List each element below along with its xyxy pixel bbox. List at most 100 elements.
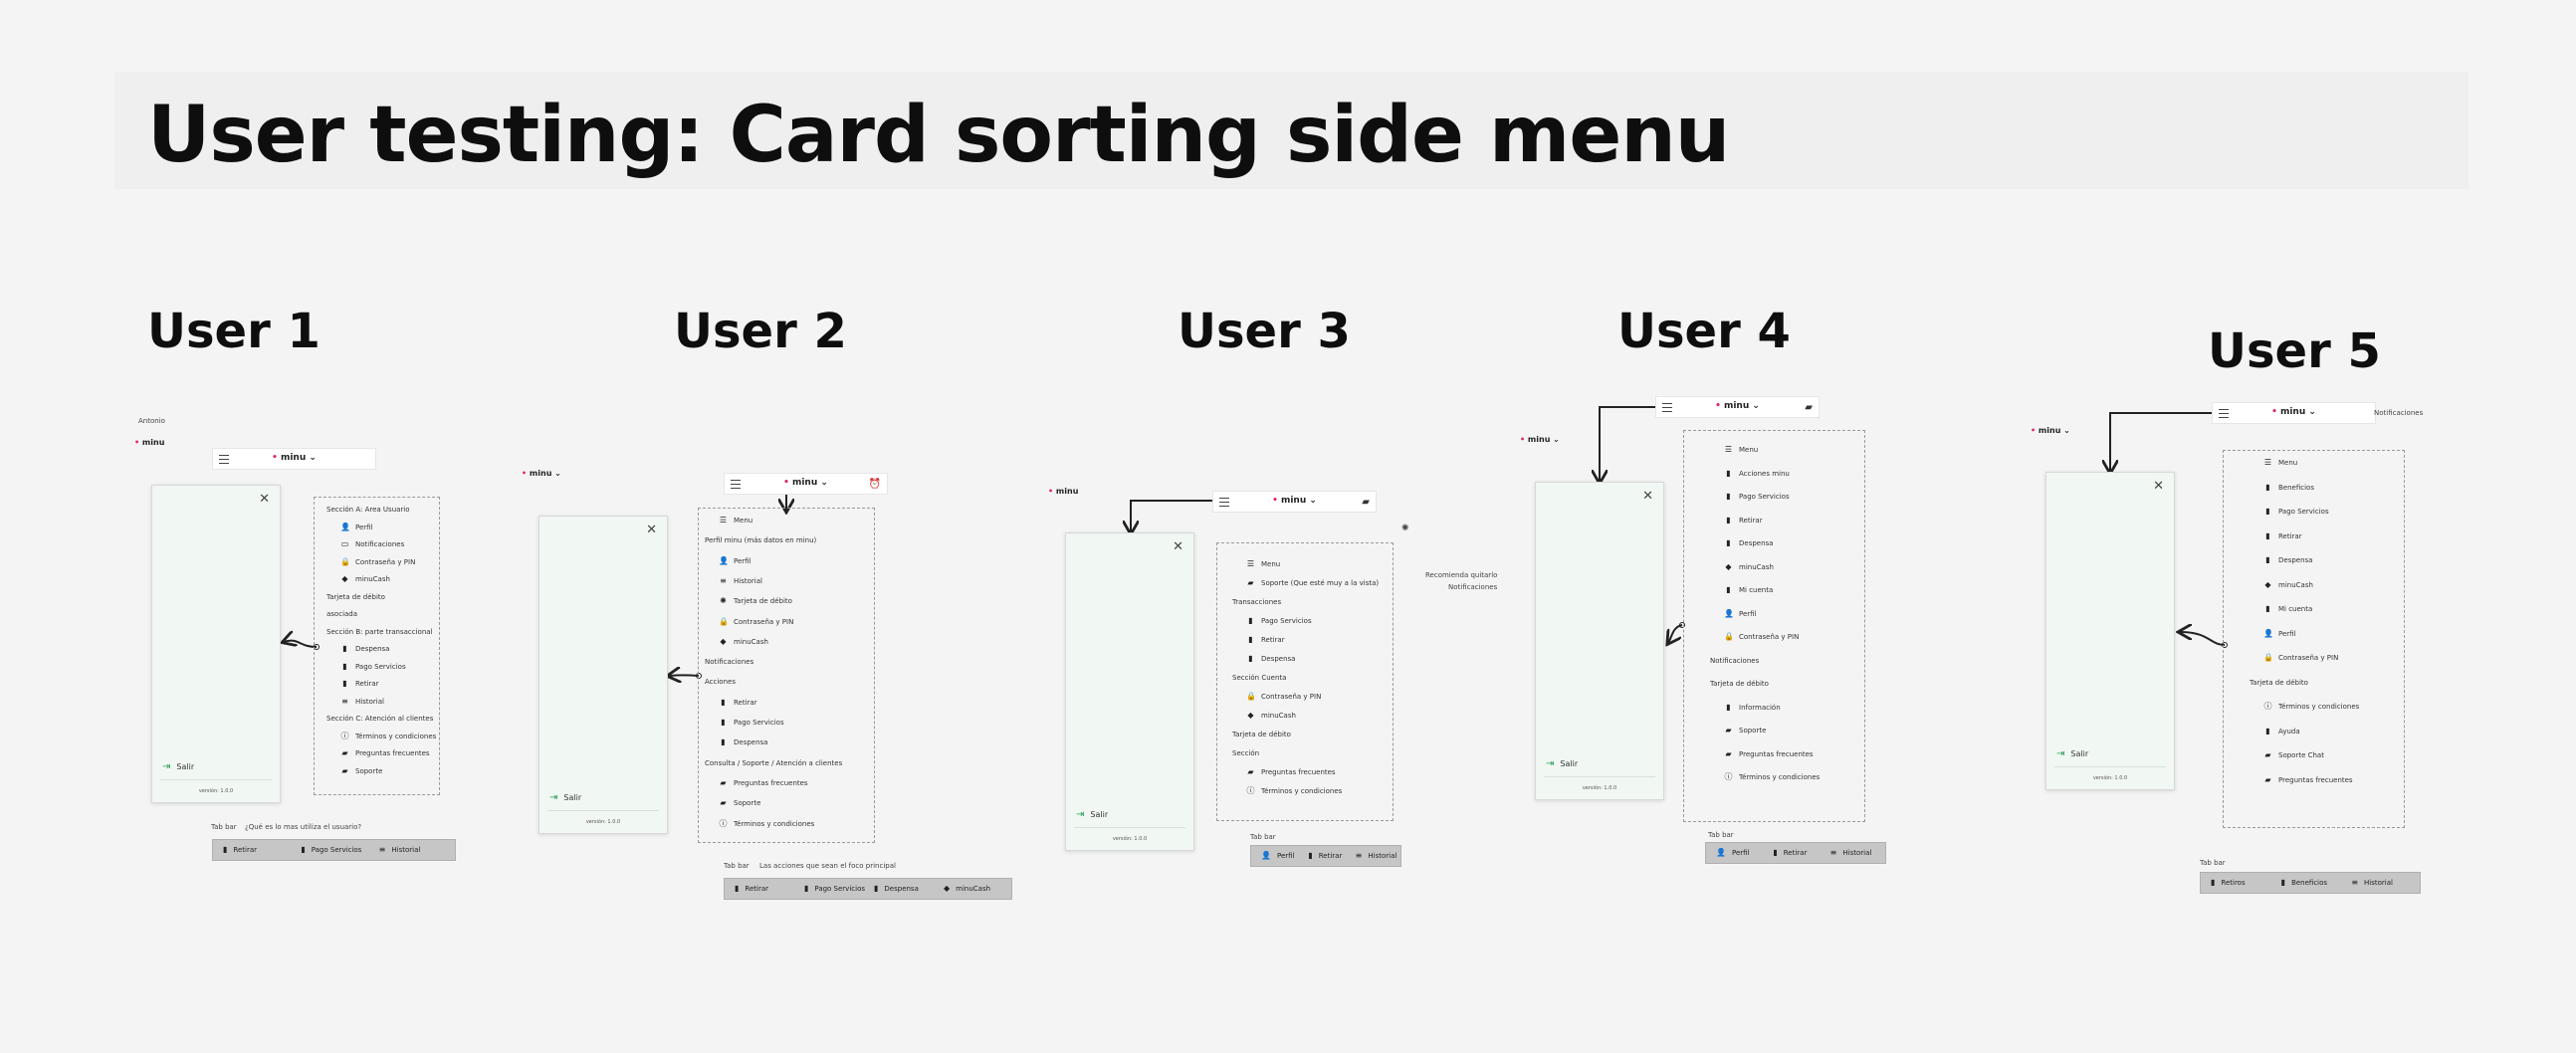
menu-icon[interactable] <box>731 480 741 489</box>
menu-item[interactable]: Sección C: Atención al clientes <box>326 714 433 724</box>
logout-button[interactable]: ⇥Salir <box>162 761 195 772</box>
chat-icon[interactable]: ▰ <box>1805 402 1813 413</box>
tab-item[interactable]: ≡Historial <box>379 845 421 854</box>
menu-item[interactable]: ▮Mi cuenta <box>1724 585 1773 595</box>
tab-item[interactable]: ▮Beneficios <box>2281 878 2327 887</box>
menu-item[interactable]: ▰Soporte <box>719 798 760 808</box>
alarm-icon[interactable]: ⏰ <box>868 479 881 490</box>
menu-item[interactable]: ▮Retirar <box>1724 516 1762 526</box>
tab-item[interactable]: ◆minuCash <box>944 884 990 893</box>
menu-item[interactable]: ▮Despensa <box>1246 654 1295 664</box>
menu-item[interactable]: 👤Perfil <box>1724 609 1757 619</box>
menu-item[interactable]: 🔒Contraseña y PIN <box>1246 692 1321 702</box>
menu-item[interactable]: ▮Retirar <box>2263 531 2301 541</box>
menu-item[interactable]: ◆minuCash <box>2263 580 2312 590</box>
tab-item[interactable]: ▮Pago Servicios <box>301 845 361 854</box>
menu-item[interactable]: ▮Pago Servicios <box>719 718 783 728</box>
menu-item[interactable]: ▰Preguntas frecuentes <box>719 778 807 788</box>
logout-button[interactable]: ⇥Salir <box>2056 748 2089 759</box>
menu-item[interactable]: ☰Menu <box>719 516 752 526</box>
menu-item[interactable]: ▮Despensa <box>1724 538 1773 548</box>
menu-item[interactable]: Tarjeta de débito <box>326 592 385 602</box>
tab-item[interactable]: ▮Retirar <box>1773 848 1807 857</box>
chat-icon[interactable]: ▰ <box>1362 497 1370 508</box>
tab-item[interactable]: ▮Despensa <box>874 884 919 893</box>
menu-item[interactable]: Notificaciones <box>705 657 753 667</box>
menu-item[interactable]: 🔒Contraseña y PIN <box>340 557 415 567</box>
tab-item[interactable]: 👤Perfil <box>1261 851 1294 860</box>
menu-item[interactable]: Consulta / Soporte / Atención a clientes <box>705 758 842 768</box>
menu-item[interactable]: ▰Soporte <box>1724 726 1766 736</box>
menu-item[interactable]: ◆minuCash <box>340 574 389 584</box>
menu-item[interactable]: Transacciones <box>1232 597 1281 607</box>
menu-item[interactable]: ≡Historial <box>719 576 762 586</box>
tab-item[interactable]: ▮Pago Servicios <box>804 884 865 893</box>
close-icon[interactable]: ✕ <box>259 492 270 507</box>
menu-item[interactable]: ▮Despensa <box>719 737 767 747</box>
menu-item[interactable]: ▮Retirar <box>340 679 378 689</box>
close-icon[interactable]: ✕ <box>1173 539 1183 554</box>
menu-item[interactable]: ☰Menu <box>1246 559 1280 569</box>
menu-item[interactable]: ☰Menu <box>1724 445 1758 455</box>
menu-item[interactable]: ▰Preguntas frecuentes <box>340 748 429 758</box>
close-icon[interactable]: ✕ <box>2153 479 2164 494</box>
menu-item[interactable]: ▰Preguntas frecuentes <box>1246 767 1335 777</box>
menu-item[interactable]: ▮Pago Servicios <box>2263 507 2328 517</box>
menu-icon[interactable] <box>219 455 229 464</box>
menu-item[interactable]: ▮Mi cuenta <box>2263 604 2312 614</box>
menu-item[interactable]: ▰Soporte Chat <box>2263 750 2324 760</box>
menu-item[interactable]: Tarjeta de débito <box>2250 678 2308 688</box>
menu-item[interactable]: Perfil minu (más datos en minu) <box>705 535 816 545</box>
menu-item[interactable]: ◆minuCash <box>719 637 767 647</box>
menu-item[interactable]: Sección B: parte transaccional <box>326 627 433 637</box>
menu-item[interactable]: 🔒Contraseña y PIN <box>719 617 793 627</box>
menu-item[interactable]: Sección A: Area Usuario <box>326 505 410 515</box>
tab-item[interactable]: ≡Historial <box>1830 848 1872 857</box>
menu-icon[interactable] <box>1662 403 1672 412</box>
close-icon[interactable]: ✕ <box>646 523 657 537</box>
menu-item[interactable]: 👤Perfil <box>340 523 373 532</box>
menu-item[interactable]: Notificaciones <box>1710 656 1759 666</box>
tab-item[interactable]: 👤Perfil <box>1716 848 1749 857</box>
menu-item[interactable]: ✺Tarjeta de débito <box>719 596 792 606</box>
menu-item[interactable]: ◆minuCash <box>1724 562 1773 572</box>
menu-item[interactable]: ▮Retirar <box>1246 635 1284 645</box>
menu-item[interactable]: Acciones <box>705 677 736 687</box>
tab-item[interactable]: ▮Retirar <box>1308 851 1342 860</box>
menu-item[interactable]: 👤Perfil <box>719 556 751 566</box>
tab-item[interactable]: ▮Retiros <box>2211 878 2246 887</box>
menu-item[interactable]: ▮Información <box>1724 703 1780 713</box>
menu-item[interactable]: ▰Preguntas frecuentes <box>2263 775 2352 785</box>
menu-item[interactable]: ▮Beneficios <box>2263 483 2314 493</box>
menu-item[interactable]: ▮Pago Servicios <box>1724 492 1789 502</box>
menu-item[interactable]: ▰Preguntas frecuentes <box>1724 749 1813 759</box>
menu-item[interactable]: ▮Pago Servicios <box>1246 616 1311 626</box>
menu-item[interactable]: ▮Pago Servicios <box>340 662 405 672</box>
tab-item[interactable]: ≡Historial <box>2351 878 2393 887</box>
menu-item[interactable]: Tarjeta de débito <box>1232 730 1291 739</box>
logout-button[interactable]: ⇥Salir <box>1076 809 1109 820</box>
tab-item[interactable]: ▮Retirar <box>223 845 257 854</box>
menu-item[interactable]: ▭Notificaciones <box>340 539 405 549</box>
menu-item[interactable]: ◆minuCash <box>1246 711 1295 721</box>
menu-item[interactable]: ▮Despensa <box>2263 555 2312 565</box>
menu-icon[interactable] <box>1219 498 1229 507</box>
tab-item[interactable]: ▮Retirar <box>735 884 768 893</box>
menu-item[interactable]: ☰Menu <box>2263 458 2297 468</box>
menu-item[interactable]: ▰Soporte <box>340 766 382 776</box>
logout-button[interactable]: ⇥Salir <box>549 792 582 803</box>
menu-item[interactable]: ▮Despensa <box>340 644 389 654</box>
menu-item[interactable]: ▮Retirar <box>719 698 756 708</box>
menu-item[interactable]: ≡Historial <box>340 697 384 707</box>
menu-item[interactable]: ▮Acciones minu <box>1724 469 1790 479</box>
logout-button[interactable]: ⇥Salir <box>1546 758 1579 769</box>
menu-item[interactable]: 👤Perfil <box>2263 629 2296 639</box>
menu-item[interactable]: Tarjeta de débito <box>1710 679 1769 689</box>
menu-item[interactable]: 🔒Contraseña y PIN <box>2263 653 2338 663</box>
menu-item[interactable]: 🔒Contraseña y PIN <box>1724 632 1799 642</box>
